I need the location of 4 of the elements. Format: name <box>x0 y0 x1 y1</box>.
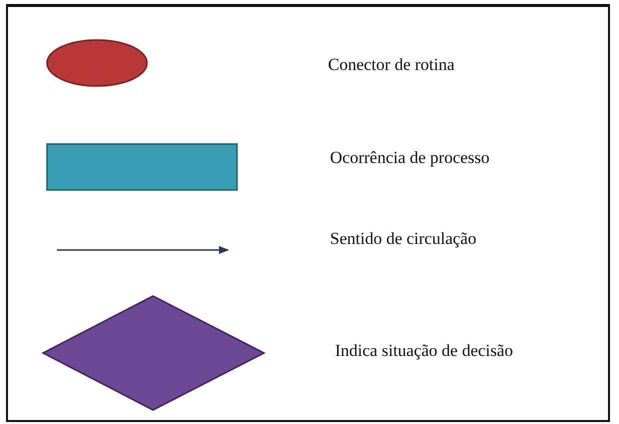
legend-text: Ocorrência de processo <box>330 148 490 168</box>
legend-text: Indica situação de decisão <box>335 341 513 361</box>
legend-text: Sentido de circulação <box>330 229 476 249</box>
legend-text: Conector de rotina <box>328 55 455 75</box>
